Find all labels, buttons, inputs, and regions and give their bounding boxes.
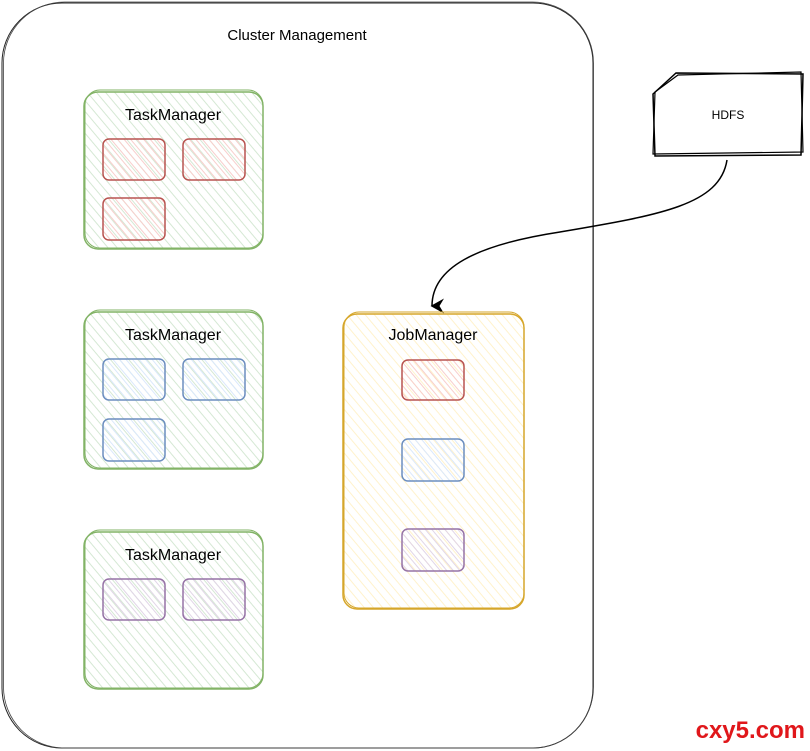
- watermark-text: cxy5.com: [696, 717, 805, 744]
- taskmanager-box: TaskManager: [83, 309, 264, 470]
- hdfs-label: HDFS: [712, 108, 745, 122]
- taskmanager-label: TaskManager: [125, 107, 222, 124]
- cluster-management-container: Cluster Management: [1, 1, 594, 749]
- jobmanager-label: JobManager: [389, 327, 479, 344]
- cluster-title: Cluster Management: [227, 27, 367, 44]
- hdfs-to-jobmanager-arrow: [430, 159, 728, 314]
- task-slot-red: [102, 197, 166, 241]
- job-slot-red: [401, 359, 465, 401]
- job-slot-blue: [401, 438, 465, 482]
- job-slot-purple: [401, 528, 465, 572]
- jobmanager-box: JobManager: [342, 311, 525, 610]
- task-slot-blue: [102, 418, 166, 462]
- task-slot-blue: [182, 358, 246, 401]
- task-slot-purple: [102, 578, 166, 621]
- taskmanager-label: TaskManager: [125, 547, 222, 564]
- task-slot-red: [102, 138, 166, 181]
- taskmanager-box: TaskManager: [83, 529, 264, 690]
- task-slot-blue: [102, 358, 166, 401]
- taskmanager-box: TaskManager: [83, 89, 264, 250]
- taskmanager-label: TaskManager: [125, 327, 222, 344]
- hdfs-node: HDFS: [652, 71, 804, 157]
- task-slot-red: [182, 138, 246, 181]
- task-slot-purple: [182, 578, 246, 621]
